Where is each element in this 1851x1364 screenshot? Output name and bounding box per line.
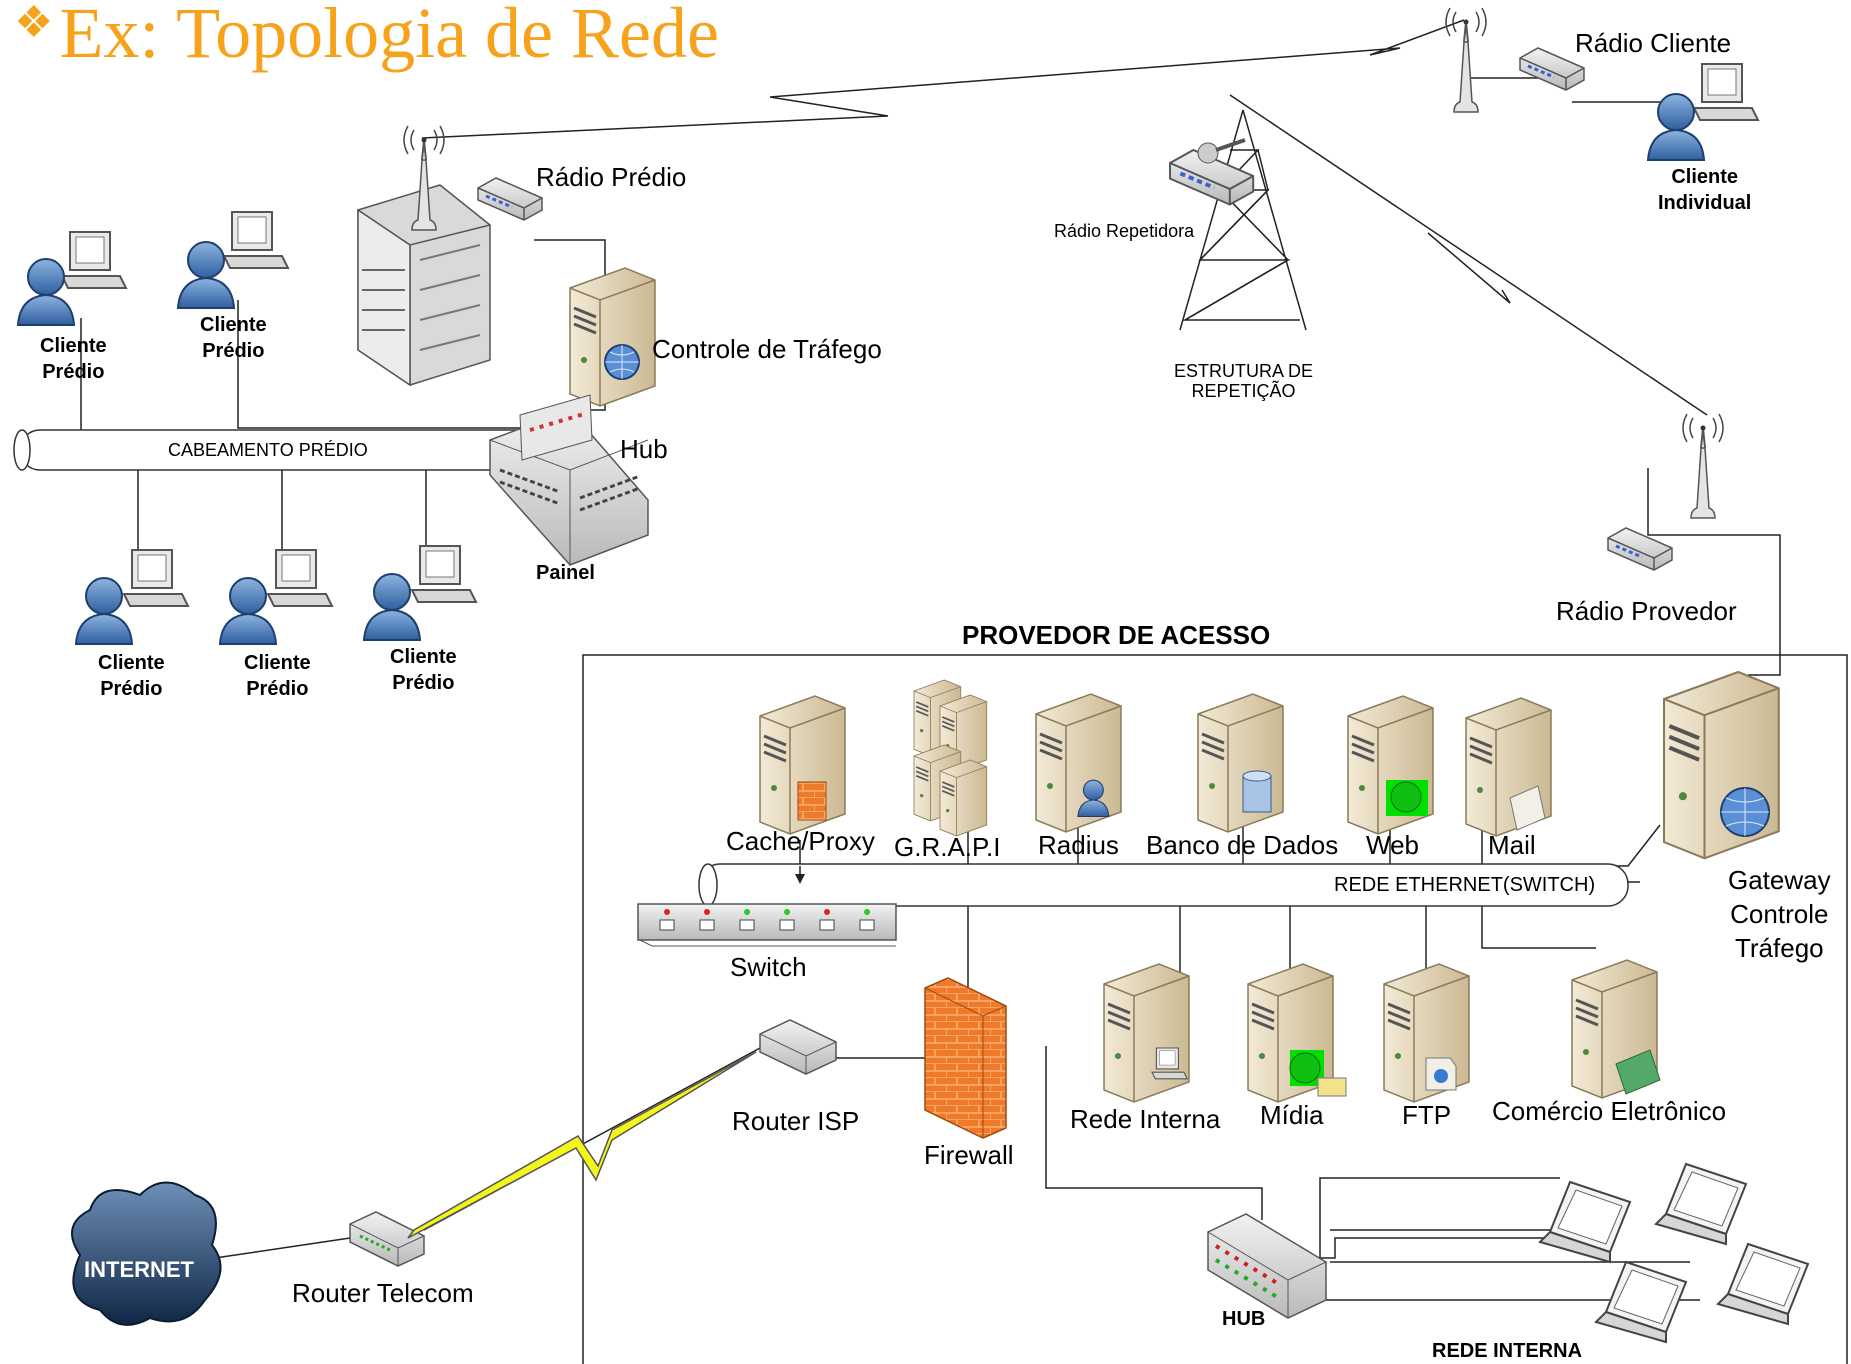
internet-cloud-icon xyxy=(71,1181,222,1326)
label-midia: Mídia xyxy=(1260,1100,1324,1130)
label-router-isp: Router ISP xyxy=(732,1106,860,1136)
ftp-doc-icon xyxy=(1425,1057,1457,1091)
envelope-icon xyxy=(1509,785,1546,831)
label-rede-interna-server: Rede Interna xyxy=(1070,1104,1221,1134)
hub-predio-icon xyxy=(489,394,649,566)
label-cliente-predio-5: Cliente Prédio xyxy=(390,646,457,694)
rede-interna-server-icon xyxy=(1102,962,1191,1104)
label-cliente-predio-3: Cliente Prédio xyxy=(98,652,165,700)
label-painel: Painel xyxy=(536,562,595,584)
radio-predio-icon xyxy=(476,176,544,222)
label-hub-interno: HUB xyxy=(1222,1308,1266,1330)
laptop-1-icon xyxy=(1539,1181,1631,1263)
gateway-globe-icon xyxy=(1720,787,1770,837)
money-icon xyxy=(1615,1049,1661,1095)
label-cabeamento: CABEAMENTO PRÉDIO xyxy=(168,440,368,460)
label-controle-trafego: Controle de Tráfego xyxy=(652,334,882,364)
cliente-predio-2 xyxy=(177,211,289,309)
label-web: Web xyxy=(1366,830,1419,860)
router-isp-icon xyxy=(759,1019,837,1075)
wireless-links xyxy=(421,19,1708,416)
switch-icon xyxy=(637,903,897,947)
bullet-icon: ❖ xyxy=(14,0,54,47)
label-rede-ethernet: REDE ETHERNET(SWITCH) xyxy=(1334,874,1596,896)
label-firewall: Firewall xyxy=(924,1140,1014,1170)
label-radius: Radius xyxy=(1038,830,1119,860)
provedor-box xyxy=(582,654,1848,1364)
firewall-icon xyxy=(924,977,1007,1139)
label-provedor: PROVEDOR DE ACESSO xyxy=(962,620,1271,650)
label-radio-cliente: Rádio Cliente xyxy=(1575,28,1732,58)
antenna-provedor-icon xyxy=(1682,413,1724,519)
building xyxy=(357,184,491,387)
cliente-predio-5 xyxy=(363,545,477,641)
label-router-telecom: Router Telecom xyxy=(292,1278,474,1308)
label-cliente-predio-2: Cliente Prédio xyxy=(200,314,267,362)
label-mail: Mail xyxy=(1488,830,1536,860)
label-radio-provedor: Rádio Provedor xyxy=(1556,596,1737,626)
lightning-icon xyxy=(407,1051,757,1239)
cliente-predio-4 xyxy=(219,549,333,645)
label-banco-dados: Banco de Dados xyxy=(1146,830,1339,860)
database-icon xyxy=(1242,770,1272,813)
label-cliente-individual: Cliente Individual xyxy=(1658,166,1752,214)
label-internet: INTERNET xyxy=(84,1257,194,1282)
label-estrutura: ESTRUTURA DE REPETIÇÃO xyxy=(1174,361,1314,401)
router-telecom-icon xyxy=(349,1211,425,1267)
label-cache-proxy: Cache/Proxy xyxy=(726,826,875,856)
slide-title: ❖Ex: Topologia de Rede xyxy=(14,0,719,75)
controle-trafego-server-icon xyxy=(568,266,657,408)
hub-interno-icon xyxy=(1207,1213,1327,1319)
firewall-mini-icon xyxy=(797,781,827,821)
midia-status-icon xyxy=(1289,1050,1347,1097)
label-radio-repetidora: Rádio Repetidora xyxy=(1054,221,1195,241)
laptop-2-icon xyxy=(1655,1163,1747,1245)
label-gateway: Gateway Controle Tráfego xyxy=(1728,865,1831,963)
antenna-cliente-icon xyxy=(1445,7,1487,113)
cliente-predio-1 xyxy=(17,231,127,326)
web-status-icon xyxy=(1386,780,1428,816)
grapi-servers-icon xyxy=(913,679,988,837)
label-hub: Hub xyxy=(620,434,668,464)
rede-ethernet-cable xyxy=(698,863,1629,907)
label-comercio: Comércio Eletrônico xyxy=(1492,1096,1727,1126)
label-rede-interna: REDE INTERNA xyxy=(1432,1340,1583,1362)
label-cliente-predio-4: Cliente Prédio xyxy=(244,652,311,700)
label-grapi: G.R.A.P.I xyxy=(894,832,1001,862)
label-ftp: FTP xyxy=(1402,1100,1452,1130)
key-icon xyxy=(1197,138,1246,164)
laptop-3-icon xyxy=(1595,1261,1687,1343)
title-text: Ex: Topologia de Rede xyxy=(59,0,719,73)
cliente-individual xyxy=(1647,63,1759,161)
label-switch: Switch xyxy=(730,952,807,982)
label-radio-predio: Rádio Prédio xyxy=(536,162,687,192)
globe-icon xyxy=(604,344,640,380)
tower-icon xyxy=(1179,109,1307,331)
cliente-predio-3 xyxy=(75,549,189,645)
label-cliente-predio-1: Cliente Prédio xyxy=(40,335,107,383)
laptop-4-icon xyxy=(1717,1243,1809,1325)
